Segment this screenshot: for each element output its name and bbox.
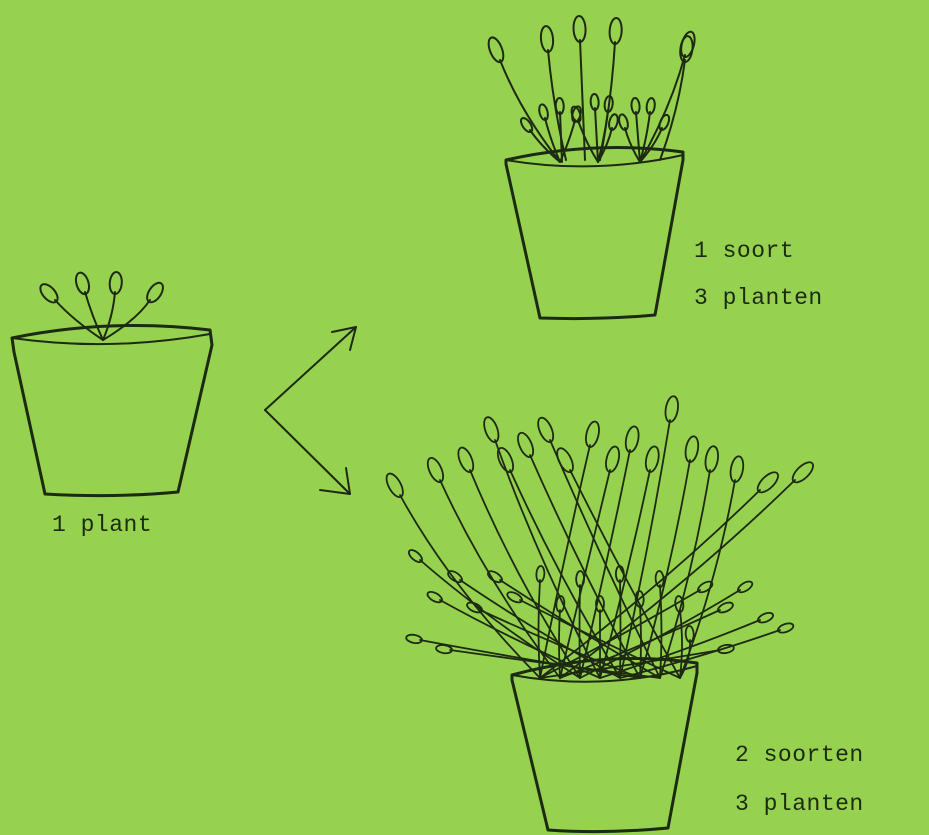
plant-stem <box>440 480 560 678</box>
leaf-tip <box>554 446 576 475</box>
leaf-tip <box>506 590 524 604</box>
leaf-tip <box>573 16 586 42</box>
plants-two-species <box>383 395 816 678</box>
plant-stem <box>530 130 560 162</box>
plant-stem <box>640 605 641 678</box>
leaf-tip <box>446 569 464 585</box>
pot-one-species <box>506 148 683 319</box>
leaf-tip <box>644 445 661 473</box>
leaf-tip <box>425 456 447 485</box>
leaf-tip <box>624 425 641 453</box>
pot-single-plant <box>12 326 212 496</box>
leaf-tip <box>535 416 556 445</box>
leaf-tip <box>696 579 714 594</box>
leaf-tip <box>679 35 694 62</box>
label-plant-count-bottom: 3 planten <box>735 791 864 817</box>
leaf-tip <box>604 445 622 473</box>
plant-stem <box>560 112 562 162</box>
plant-stem <box>660 60 685 160</box>
leaf-tip <box>37 281 61 305</box>
plant-stem <box>620 580 621 678</box>
leaf-tip <box>486 569 504 584</box>
leaf-tip <box>664 395 680 423</box>
leaf-tip <box>466 601 484 615</box>
leaf-tip <box>584 420 602 448</box>
pot-two-species <box>512 659 697 832</box>
leaf-tip <box>609 18 623 45</box>
plant-stem <box>578 120 598 162</box>
leaf-tip <box>455 446 476 475</box>
label-species-count-bottom: 2 soorten <box>735 742 864 768</box>
leaf-tip <box>519 116 535 134</box>
plant-stem <box>680 610 682 678</box>
plant-stem <box>595 108 598 162</box>
leaf-tip <box>729 455 745 483</box>
leaf-tip <box>406 634 423 645</box>
plants-one-species <box>486 16 697 162</box>
label-species-count-top: 1 soort <box>694 238 794 264</box>
leaf-tip <box>777 622 795 635</box>
leaf-tip <box>495 446 517 475</box>
leaf-tip <box>618 113 630 131</box>
leaf-tip <box>144 280 166 305</box>
leaf-tip <box>383 471 406 500</box>
leaf-tip <box>407 548 424 565</box>
leaf-tip <box>754 469 781 496</box>
plant-stem <box>660 585 662 678</box>
leaf-tip <box>109 272 123 295</box>
leaf-tip <box>486 35 507 64</box>
leaf-tip <box>74 271 92 295</box>
arrow-up <box>265 327 356 410</box>
leaf-tip <box>704 445 720 473</box>
leaf-tip <box>481 415 501 444</box>
leaf-tip <box>540 26 554 53</box>
leaf-tip <box>658 114 671 132</box>
label-plant-count-top: 3 planten <box>694 285 823 311</box>
plant-stem <box>580 40 585 160</box>
leaf-tip <box>608 113 619 130</box>
plant-stem <box>539 580 541 678</box>
label-single-plant: 1 plant <box>52 512 152 538</box>
plant-stem <box>55 300 103 340</box>
branch-arrows <box>265 327 356 494</box>
leaf-tip <box>789 459 816 486</box>
leaf-tip <box>538 103 550 120</box>
leaf-tip <box>515 431 536 460</box>
leaf-tip <box>757 611 775 625</box>
leaf-tip <box>684 435 700 463</box>
arrow-down <box>265 410 350 494</box>
leaf-tip <box>736 579 754 594</box>
plant-stem <box>580 585 581 678</box>
leaf-tip <box>426 590 444 605</box>
